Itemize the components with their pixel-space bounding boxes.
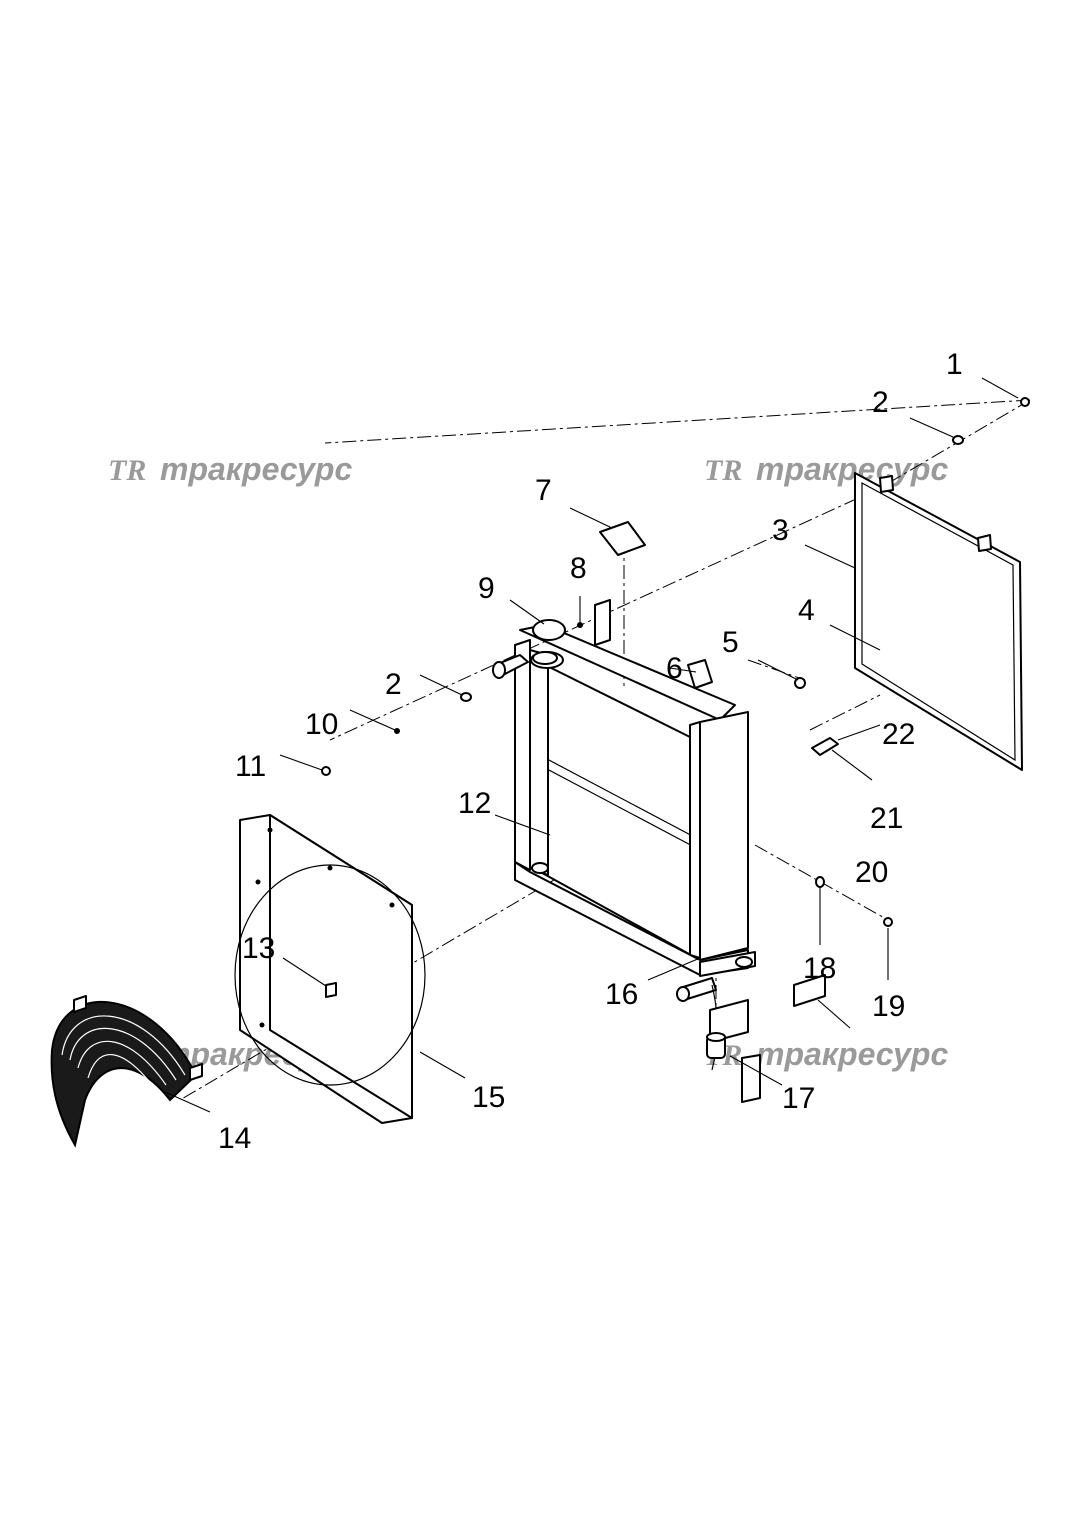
watermark-logo: TR [108, 454, 146, 487]
callout-14: 14 [218, 1122, 251, 1155]
callout-11: 11 [235, 750, 266, 783]
callout-4: 4 [798, 594, 815, 627]
callout-16: 16 [605, 978, 638, 1011]
watermark-1: TR тракресурс [108, 451, 352, 487]
fan-shroud [234, 814, 426, 1124]
callout-18: 18 [803, 952, 836, 985]
radiator-core [492, 599, 761, 1103]
cover-plate [599, 521, 646, 556]
callout-17: 17 [782, 1082, 815, 1115]
callout-8: 8 [570, 552, 587, 585]
callout-labels: 1 2 3 4 5 6 7 8 9 2 10 11 12 13 14 15 16… [218, 348, 963, 1155]
callout-13: 13 [242, 932, 275, 965]
watermark-text: тракресурс [756, 451, 948, 487]
callout-2: 2 [872, 386, 889, 419]
callout-7: 7 [535, 474, 552, 507]
rubber-mount [706, 1032, 726, 1059]
fan-guard [50, 995, 203, 1148]
callout-19: 19 [872, 990, 905, 1023]
leader-lines [164, 377, 1019, 1113]
callout-2b: 2 [385, 668, 402, 701]
clip [811, 737, 839, 756]
callout-3: 3 [772, 514, 789, 547]
callout-5: 5 [722, 626, 739, 659]
watermark-2: TR тракресурс [704, 451, 948, 487]
fasteners [321, 397, 1030, 927]
watermark-text: тракресурс [756, 1036, 948, 1072]
callout-1: 1 [946, 348, 963, 381]
callout-15: 15 [472, 1081, 505, 1114]
callout-22: 22 [882, 718, 915, 751]
callout-20: 20 [855, 856, 888, 889]
plate [793, 974, 826, 1007]
callout-12: 12 [458, 787, 491, 820]
callout-21: 21 [870, 802, 903, 835]
callout-10: 10 [305, 708, 338, 741]
watermark-logo: TR [704, 454, 742, 487]
seal-frame [854, 472, 1023, 771]
callout-6: 6 [666, 652, 683, 685]
watermark-4: TR тракресурс [704, 1036, 948, 1072]
watermark-text: тракресурс [160, 451, 352, 487]
callout-9: 9 [478, 572, 495, 605]
